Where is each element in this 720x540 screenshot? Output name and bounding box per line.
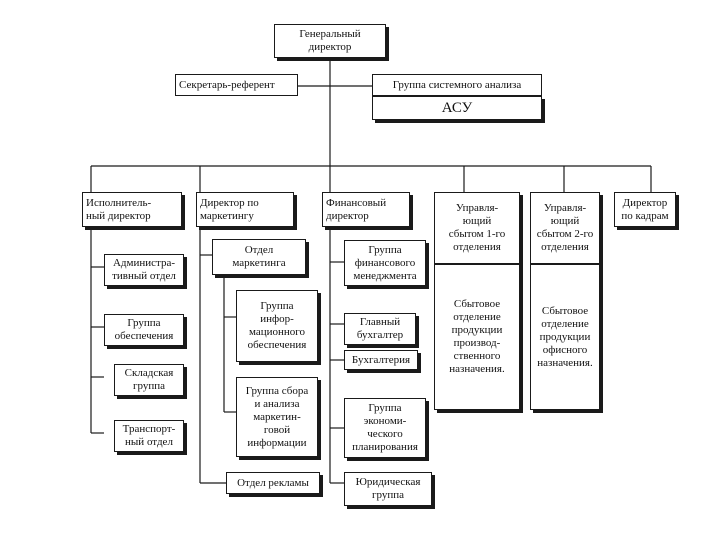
sales1-manager-box: Управля- ющий сбытом 1-го отделения <box>434 192 520 264</box>
system-analysis-group-box: Группа системного анализа <box>372 74 542 96</box>
marketing-director-box: Директор по маркетингу <box>196 192 294 227</box>
exec-unit-warehouse-box: Складская группа <box>114 364 184 396</box>
sales2-office-box: Сбытовое отделение продукции офисного на… <box>530 264 600 410</box>
economic-planning-group-box: Группа экономи- ческого планирования <box>344 398 426 458</box>
exec-unit-supply-box: Группа обеспечения <box>104 314 184 346</box>
sales1-manager-label: Управля- ющий сбытом 1-го отделения <box>448 202 506 253</box>
asu-label: АСУ <box>441 99 473 116</box>
secretary-box: Секретарь-референт <box>175 74 298 96</box>
system-analysis-group-label: Группа системного анализа <box>392 78 522 91</box>
chief-accountant-box: Главный бухгалтер <box>344 313 416 345</box>
hr-director-box: Директор по кадрам <box>614 192 676 227</box>
marketing-info-group-box: Группа инфор- мационного обеспечения <box>236 290 318 362</box>
marketing-dept-label: Отдел маркетинга <box>232 244 286 269</box>
exec-unit-label: Складская группа <box>124 367 174 392</box>
exec-unit-admin-box: Администра- тивный отдел <box>104 254 184 286</box>
advertising-dept-box: Отдел рекламы <box>226 472 320 494</box>
marketing-director-label: Директор по маркетингу <box>200 196 259 222</box>
advertising-dept-label: Отдел рекламы <box>237 476 309 489</box>
marketing-dept-box: Отдел маркетинга <box>212 239 306 275</box>
general-director-label: Генеральный директор <box>299 28 361 53</box>
sales2-manager-box: Управля- ющий сбытом 2-го отделения <box>530 192 600 264</box>
marketing-analysis-group-box: Группа сбора и анализа маркетин- говой и… <box>236 377 318 457</box>
sales2-manager-label: Управля- ющий сбытом 2-го отделения <box>536 202 594 253</box>
legal-group-box: Юридическая группа <box>344 472 432 506</box>
finance-unit-label: Главный бухгалтер <box>356 316 404 341</box>
finance-unit-label: Группа экономи- ческого планирования <box>352 402 418 453</box>
sales1-office-label: Сбытовое отделение продукции производ- с… <box>449 298 505 375</box>
sales1-office-box: Сбытовое отделение продукции производ- с… <box>434 264 520 410</box>
marketing-group-label: Группа сбора и анализа маркетин- говой и… <box>245 384 309 449</box>
finance-unit-label: Бухгалтерия <box>351 353 411 366</box>
exec-director-label: Исполнитель- ный директор <box>86 196 152 222</box>
exec-unit-label: Администра- тивный отдел <box>112 257 176 282</box>
marketing-group-label: Группа инфор- мационного обеспечения <box>247 300 307 351</box>
general-director-box: Генеральный директор <box>274 24 386 58</box>
exec-unit-label: Группа обеспечения <box>114 317 174 342</box>
finance-unit-label: Группа финансового менеджмента <box>353 243 417 282</box>
accounting-box: Бухгалтерия <box>344 350 418 370</box>
hr-director-label: Директор по кадрам <box>621 196 669 222</box>
exec-unit-label: Транспорт- ный отдел <box>122 423 176 448</box>
finance-unit-label: Юридическая группа <box>355 476 421 501</box>
exec-director-box: Исполнитель- ный директор <box>82 192 182 227</box>
sales2-office-label: Сбытовое отделение продукции офисного на… <box>537 304 593 369</box>
finance-director-box: Финансовый директор <box>322 192 410 227</box>
exec-unit-transport-box: Транспорт- ный отдел <box>114 420 184 452</box>
secretary-label: Секретарь-референт <box>179 78 275 91</box>
finance-director-label: Финансовый директор <box>326 196 387 222</box>
asu-box: АСУ <box>372 96 542 120</box>
finance-management-group-box: Группа финансового менеджмента <box>344 240 426 286</box>
